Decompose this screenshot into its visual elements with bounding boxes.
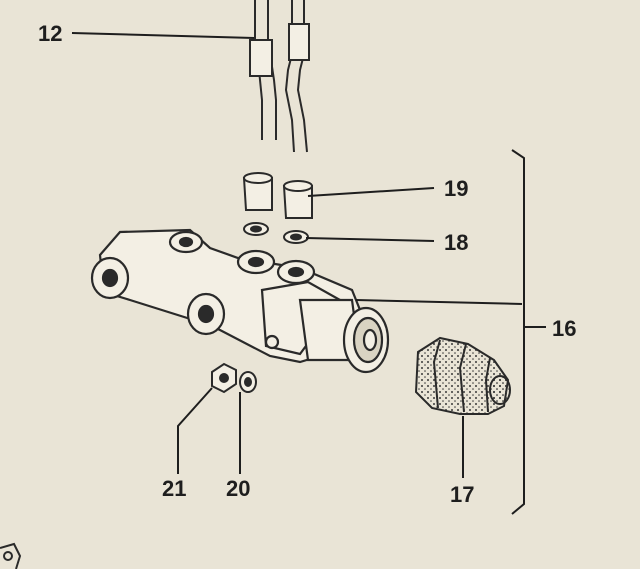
callout-21: 21 xyxy=(162,476,186,501)
callout-20: 20 xyxy=(226,476,250,501)
dust-boot xyxy=(414,336,511,415)
callout-17: 17 xyxy=(450,482,474,507)
nut-and-washer xyxy=(211,362,257,394)
ferrules xyxy=(242,172,313,219)
callout-19: 19 xyxy=(444,176,468,201)
leader-lines xyxy=(71,32,546,515)
callout-12: 12 xyxy=(38,21,62,46)
callout-16: 16 xyxy=(552,316,576,341)
adjacent-part-fragment xyxy=(0,542,22,569)
seals xyxy=(243,222,309,244)
brake-lines xyxy=(249,0,310,153)
master-cylinder xyxy=(90,228,390,374)
callout-18: 18 xyxy=(444,230,468,255)
